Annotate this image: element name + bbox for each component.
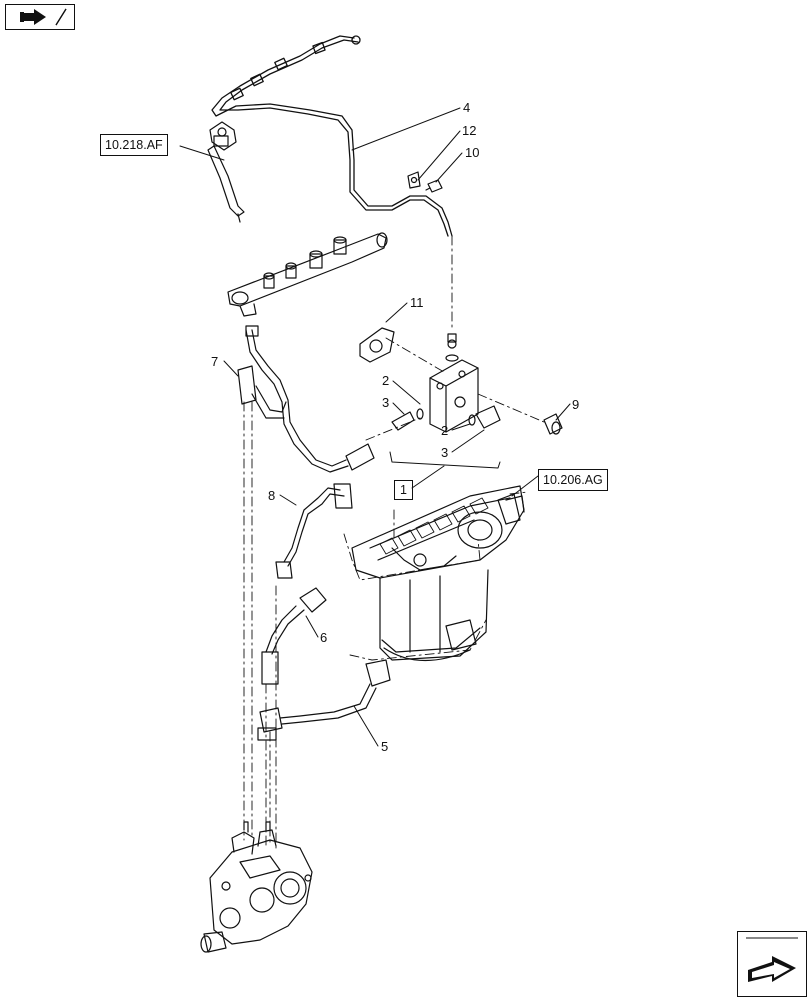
pipe-8 (276, 484, 352, 578)
callout-4[interactable]: 4 (463, 100, 471, 115)
connector-3b (469, 406, 500, 428)
bolt-10 (426, 180, 442, 192)
dashed-assembly-lines (243, 235, 545, 851)
callout-10[interactable]: 10 (465, 145, 480, 160)
fuel-filter-assembly (352, 486, 524, 661)
return-arrow-icon (20, 8, 67, 26)
next-page-arrow-icon (746, 937, 798, 982)
leader-lines (179, 107, 571, 747)
filter-top-grid (380, 498, 488, 554)
callout-6[interactable]: 6 (320, 630, 328, 645)
callout-2b[interactable]: 2 (441, 423, 449, 438)
rail-ports (264, 237, 346, 288)
callout-3a[interactable]: 3 (382, 395, 390, 410)
connector-3a (392, 409, 423, 430)
pipe-7 (238, 326, 374, 472)
high-pressure-line (211, 35, 453, 237)
bolt-9 (544, 414, 562, 434)
callout-8[interactable]: 8 (268, 488, 276, 503)
fuel-injector (208, 122, 244, 222)
back-button[interactable] (5, 4, 75, 30)
valve-block (430, 334, 478, 432)
callout-5[interactable]: 5 (381, 739, 389, 754)
filter-reference-link[interactable]: 10.206.AG (538, 469, 608, 491)
callout-9[interactable]: 9 (572, 397, 580, 412)
callout-7[interactable]: 7 (211, 354, 219, 369)
clip-12 (408, 172, 420, 188)
callout-1-box[interactable]: 1 (394, 480, 413, 500)
gasket-11 (360, 328, 394, 362)
callout-3b[interactable]: 3 (441, 445, 449, 460)
high-pressure-pump (201, 822, 312, 952)
callout-2a[interactable]: 2 (382, 373, 390, 388)
callout-12[interactable]: 12 (462, 123, 477, 138)
next-page-button[interactable] (737, 931, 807, 997)
common-rail (228, 233, 387, 316)
injector-reference-link[interactable]: 10.218.AF (100, 134, 168, 156)
pipe-5 (258, 660, 390, 740)
callout-11[interactable]: 11 (410, 295, 424, 310)
pipe-6 (262, 588, 326, 684)
